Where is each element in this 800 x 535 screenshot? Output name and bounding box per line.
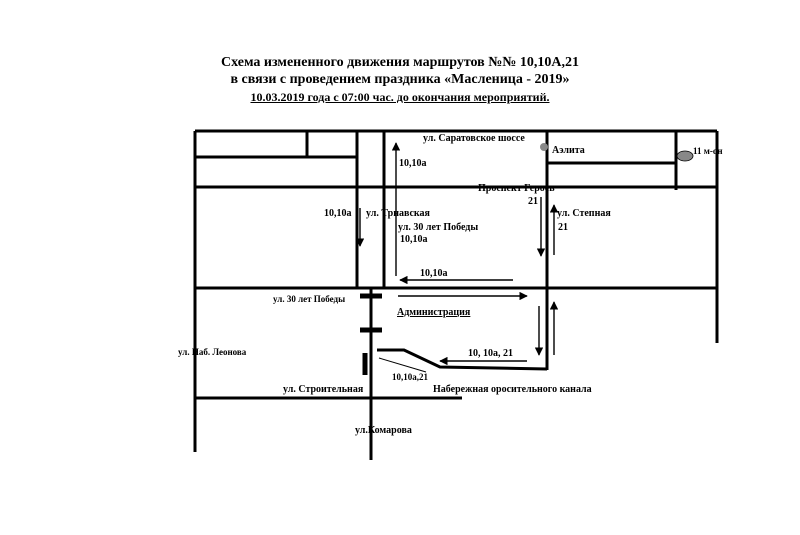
label-trnavskaya: ул. Трнавская <box>366 208 431 219</box>
label-route-10-10a-center: 10,10а <box>400 234 428 245</box>
label-saratovskoe: ул. Саратовское шоссе <box>423 133 525 144</box>
label-route-10-10a-21-bottom: 10,10а,21 <box>392 372 429 382</box>
mkr11-marker <box>676 150 694 162</box>
label-route-10-10a-mid: 10,10а <box>420 268 448 279</box>
label-stroitelnaya: ул. Строительная <box>283 384 364 395</box>
label-nab-leonova: ул. Наб. Леонова <box>178 347 247 357</box>
street-grid <box>193 129 719 460</box>
aelita-marker <box>540 143 548 151</box>
title-line-2: в связи с проведением праздника «Маслени… <box>230 72 570 87</box>
label-administration: Администрация <box>397 307 471 318</box>
label-aelita: Аэлита <box>552 145 585 156</box>
label-prospekt-geroev: Проспект Героев <box>478 183 555 194</box>
road-blocks <box>360 293 382 375</box>
label-30-pobedy: ул. 30 лет Победы <box>398 222 478 233</box>
label-stepnaya: ул. Степная <box>557 208 611 219</box>
naberezhnaya-road <box>377 348 548 373</box>
label-route-10-10a-top: 10,10а <box>399 158 427 169</box>
label-mkr11: 11 м-он <box>693 146 723 156</box>
label-komarova: ул.Комарова <box>355 425 412 436</box>
label-route-10-10a-21: 10, 10а, 21 <box>468 348 513 359</box>
naberezhnaya-line-main <box>377 348 548 371</box>
label-route-21-top: 21 <box>528 196 538 207</box>
title-line-1: Схема измененного движения маршрутов №№ … <box>221 55 579 70</box>
label-route-21-right: 21 <box>558 222 568 233</box>
label-naberezhnaya: Набережная оросительного канала <box>433 384 592 395</box>
label-route-10-10a-left: 10,10а <box>324 208 352 219</box>
route-arrows <box>355 142 559 366</box>
naberezhnaya-line-thin <box>378 357 427 373</box>
title-line-3: 10.03.2019 года с 07:00 час. до окончани… <box>250 90 550 104</box>
label-30-pobedy-left: ул. 30 лет Победы <box>273 294 345 304</box>
